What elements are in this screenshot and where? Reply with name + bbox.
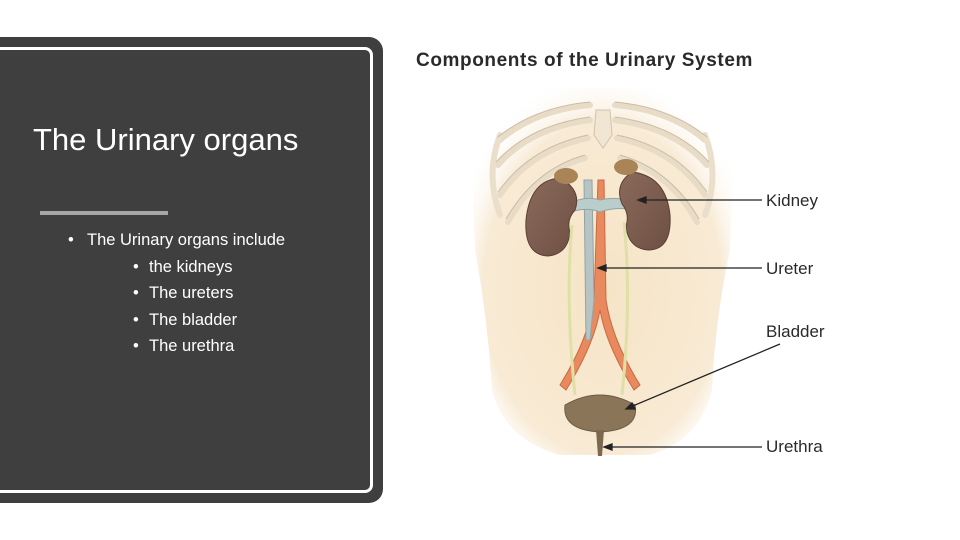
diagram-title: Components of the Urinary System bbox=[416, 50, 753, 71]
sub-bullet-item-bladder: The bladder bbox=[122, 307, 285, 334]
label-ureter: Ureter bbox=[766, 259, 814, 278]
vena-cava bbox=[583, 179, 595, 341]
rib-outline bbox=[495, 101, 710, 220]
label-bladder: Bladder bbox=[766, 322, 825, 341]
title-divider bbox=[40, 211, 168, 215]
right-adrenal-gland bbox=[614, 159, 638, 175]
sub-bullet-item-urethra: The urethra bbox=[122, 333, 285, 360]
urinary-system-diagram: Kidney Ureter Bladder Urethra bbox=[470, 87, 825, 456]
sub-bullet-item-kidneys: the kidneys bbox=[122, 254, 285, 281]
right-ureter bbox=[620, 221, 630, 396]
sub-bullet-list: the kidneys The ureters The bladder The … bbox=[87, 254, 285, 360]
bullet-list: The Urinary organs include the kidneys T… bbox=[60, 227, 285, 360]
right-kidney bbox=[619, 171, 671, 251]
sub-bullet-item-ureters: The ureters bbox=[122, 280, 285, 307]
content-panel-border bbox=[0, 47, 373, 493]
slide-title: The Urinary organs bbox=[33, 122, 299, 157]
aorta bbox=[559, 179, 641, 391]
rib-cage bbox=[489, 102, 716, 225]
left-kidney bbox=[525, 177, 578, 257]
bullet-item: The Urinary organs include the kidneys T… bbox=[60, 227, 285, 360]
label-kidney: Kidney bbox=[766, 191, 818, 210]
sternum bbox=[593, 109, 613, 149]
bullet-text: The Urinary organs include bbox=[87, 231, 286, 249]
urethra bbox=[596, 430, 604, 456]
pointer-lines bbox=[596, 196, 781, 451]
left-ureter bbox=[567, 224, 577, 396]
label-urethra: Urethra bbox=[766, 437, 823, 456]
bladder bbox=[564, 394, 637, 433]
left-adrenal-gland bbox=[554, 168, 578, 184]
